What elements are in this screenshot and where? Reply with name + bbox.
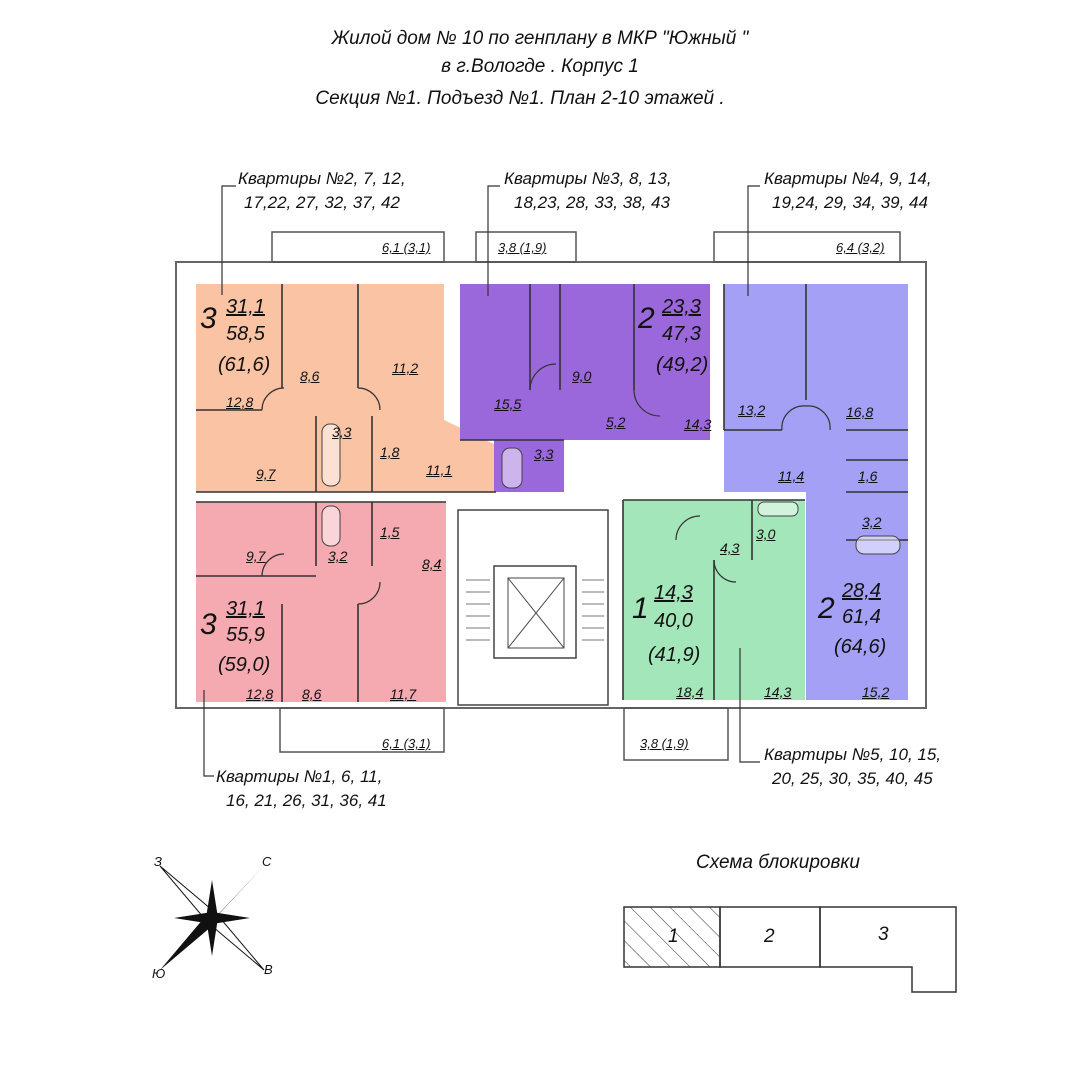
- compass-south: Ю: [152, 966, 166, 981]
- compass-west: З: [154, 854, 162, 869]
- apt2-room: 8,6: [300, 368, 320, 384]
- balcony-apt1: [279, 707, 445, 753]
- stairwell: [457, 509, 609, 706]
- apt4-room: 16,8: [846, 404, 874, 420]
- apt3-room: 3,3: [534, 446, 554, 462]
- apt2-total-bal: (61,6): [218, 354, 271, 376]
- apt3-total-bal: (49,2): [656, 354, 709, 376]
- apt1-living: 31,1: [226, 598, 265, 620]
- apt1-total: 55,9: [226, 624, 265, 646]
- apt2-fill: [196, 284, 496, 492]
- apt5-total: 40,0: [654, 610, 693, 632]
- balcony-apt3: [475, 231, 577, 263]
- apt5-balcony: 3,8 (1,9): [640, 736, 689, 751]
- apt2-label-2: 17,22, 27, 32, 37, 42: [244, 193, 400, 212]
- balcony-apt5: [623, 707, 729, 761]
- apt4-room: 3,2: [862, 514, 882, 530]
- apt5-room: 4,3: [720, 540, 740, 556]
- apt4-label-2: 19,24, 29, 34, 39, 44: [772, 193, 928, 212]
- apt1-room: 3,2: [328, 548, 348, 564]
- apt2-total: 58,5: [226, 323, 265, 345]
- apt4-rooms: 2: [818, 592, 835, 625]
- apt2-room: 3,3: [332, 424, 352, 440]
- apt4-living: 28,4: [842, 580, 881, 602]
- apt2-label-1: Квартиры №2, 7, 12,: [238, 169, 406, 188]
- apt2-room: 1,8: [380, 444, 400, 460]
- apt5-room: 3,0: [756, 526, 776, 542]
- apt1-room: 9,7: [246, 548, 266, 564]
- balcony-apt4: [713, 231, 901, 263]
- apt2-room: 9,7: [256, 466, 276, 482]
- apt3-balcony: 3,8 (1,9): [498, 240, 547, 255]
- apt4-fill: [724, 284, 908, 700]
- compass-north: С: [262, 854, 272, 869]
- apt3-total: 47,3: [662, 323, 701, 345]
- title-line-2: в г.Вологде . Корпус 1: [441, 56, 639, 77]
- apt2-living: 31,1: [226, 296, 265, 318]
- apt5-rooms: 1: [632, 592, 649, 625]
- block-1-label: 1: [668, 926, 679, 947]
- apt3-room: 5,2: [606, 414, 626, 430]
- apt5-room: 14,3: [764, 684, 792, 700]
- apt2-room: 12,8: [226, 394, 254, 410]
- apt4-label-1: Квартиры №4, 9, 14,: [764, 169, 932, 188]
- apt5-label-2: 20, 25, 30, 35, 40, 45: [772, 769, 933, 788]
- apt2-rooms: 3: [200, 302, 217, 335]
- apt5-room: 18,4: [676, 684, 704, 700]
- apt2-room: 11,1: [426, 462, 453, 478]
- apt1-label-2: 16, 21, 26, 31, 36, 41: [226, 791, 387, 810]
- apt1-room: 11,7: [390, 686, 417, 702]
- block-3: [819, 906, 957, 993]
- apt3-room: 9,0: [572, 368, 592, 384]
- apt5-label-1: Квартиры №5, 10, 15,: [764, 745, 942, 764]
- block-2-label: 2: [764, 926, 775, 947]
- apt3-room: 14,3: [684, 416, 712, 432]
- apt4-room: 13,2: [738, 402, 766, 418]
- apt3-living: 23,3: [662, 296, 701, 318]
- apt4-fill-corridor: [724, 400, 810, 492]
- compass-rose: [159, 865, 265, 971]
- apt4-balcony: 6,4 (3,2): [836, 240, 885, 255]
- scheme-title: Схема блокировки: [696, 852, 860, 873]
- apt3-rooms: 2: [638, 302, 655, 335]
- title-line-1: Жилой дом № 10 по генплану в МКР "Южный …: [331, 28, 749, 49]
- apt5-living: 14,3: [654, 582, 693, 604]
- compass-east: В: [264, 962, 273, 977]
- apt2-balcony: 6,1 (3,1): [382, 240, 431, 255]
- watermark: ВЛАДИС: [478, 528, 597, 553]
- block-3-label: 3: [878, 924, 889, 945]
- apt2-room: 11,2: [392, 360, 419, 376]
- apt4-room: 11,4: [778, 468, 805, 484]
- apt1-room: 1,5: [380, 524, 400, 540]
- apt1-fill: [196, 502, 446, 702]
- title-line-3: Секция №1. Подъезд №1. План 2-10 этажей …: [315, 88, 725, 109]
- apt1-rooms: 3: [200, 608, 217, 641]
- apt3-fill: [460, 284, 710, 440]
- elevator-shaft: [493, 565, 577, 659]
- apt1-room: 8,6: [302, 686, 322, 702]
- apt1-balcony: 6,1 (3,1): [382, 736, 431, 751]
- apt4-room: 15,2: [862, 684, 890, 700]
- apt4-room: 1,6: [858, 468, 878, 484]
- apt3-room: 15,5: [494, 396, 522, 412]
- apt4-total: 61,4: [842, 606, 881, 628]
- apt1-total-bal: (59,0): [218, 654, 271, 676]
- apt3-label-2: 18,23, 28, 33, 38, 43: [514, 193, 670, 212]
- apt4-total-bal: (64,6): [834, 636, 887, 658]
- apt5-total-bal: (41,9): [648, 644, 701, 666]
- apt3-label-1: Квартиры №3, 8, 13,: [504, 169, 672, 188]
- apt1-room: 8,4: [422, 556, 442, 572]
- apt1-room: 12,8: [246, 686, 274, 702]
- block-1: [623, 906, 721, 968]
- balcony-apt2: [271, 231, 445, 263]
- apt1-label-1: Квартиры №1, 6, 11,: [216, 767, 383, 786]
